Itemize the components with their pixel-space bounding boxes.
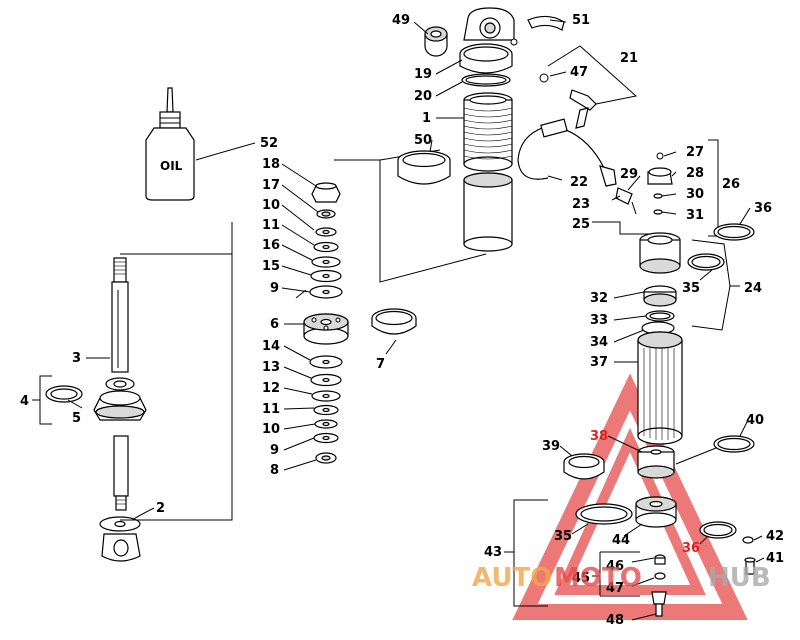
label-33: 33 <box>590 313 608 328</box>
wear-band-7 <box>371 308 417 335</box>
label-8: 8 <box>270 463 279 478</box>
label-22: 22 <box>570 175 588 190</box>
label-45: 45 <box>572 571 590 586</box>
label-36-bottom: 36 <box>682 541 700 556</box>
label-36-top: 36 <box>754 201 772 216</box>
label-13: 13 <box>262 360 280 375</box>
watermark-moto: MOTO <box>554 563 642 593</box>
label-20: 20 <box>414 89 432 104</box>
label-17: 17 <box>262 178 280 193</box>
label-11-top: 11 <box>262 218 280 233</box>
label-21: 21 <box>620 51 638 66</box>
label-37: 37 <box>590 355 608 370</box>
watermark-auto: AUTO <box>472 563 552 593</box>
piston-rod-assembly <box>93 257 147 562</box>
label-39: 39 <box>542 439 560 454</box>
label-44: 44 <box>612 533 630 548</box>
label-5: 5 <box>72 411 81 426</box>
reservoir-cap-parts <box>615 152 673 215</box>
label-15: 15 <box>262 259 280 274</box>
label-35-bottom: 35 <box>554 529 572 544</box>
shock-body-1 <box>463 92 513 172</box>
label-12: 12 <box>262 381 280 396</box>
label-46: 46 <box>606 559 624 574</box>
label-52: 52 <box>260 136 278 151</box>
reservoir-body-37 <box>637 331 683 445</box>
callout-labels: 49 51 21 47 19 20 1 50 52 18 17 10 11 16… <box>20 13 784 628</box>
watermark-text: AUTO MOTO HUB <box>472 563 771 593</box>
label-9-top: 9 <box>270 281 279 296</box>
label-3: 3 <box>72 351 81 366</box>
label-32: 32 <box>590 291 608 306</box>
label-34: 34 <box>590 335 608 350</box>
label-47-bottom: 47 <box>606 581 624 596</box>
label-48: 48 <box>606 613 624 628</box>
label-35-top: 35 <box>682 281 700 296</box>
body-cap-19 <box>459 7 518 74</box>
bushing-49 <box>424 26 448 57</box>
label-9-bottom: 9 <box>270 443 279 458</box>
reservoir-hose <box>517 73 617 187</box>
label-26: 26 <box>722 177 740 192</box>
label-43: 43 <box>484 545 502 560</box>
ring-50 <box>397 150 451 185</box>
label-41: 41 <box>766 551 784 566</box>
label-14: 14 <box>262 339 280 354</box>
oil-bottle: OIL <box>145 87 195 201</box>
label-27: 27 <box>686 145 704 160</box>
spacer-51 <box>527 15 565 31</box>
label-42: 42 <box>766 529 784 544</box>
sleeve <box>463 172 513 252</box>
reservoir-end-cap-44 <box>635 496 677 528</box>
label-19: 19 <box>414 67 432 82</box>
label-1: 1 <box>422 111 431 126</box>
valve-stack <box>303 182 349 464</box>
watermark-hub: HUB <box>708 563 771 593</box>
label-50: 50 <box>414 133 432 148</box>
reservoir-cap <box>639 232 681 274</box>
label-49: 49 <box>392 13 410 28</box>
watermark-triangle-outer <box>512 373 748 620</box>
oil-bottle-label: OIL <box>160 159 183 173</box>
label-10-top: 10 <box>262 198 280 213</box>
label-28: 28 <box>686 166 704 181</box>
label-29: 29 <box>620 167 638 182</box>
label-6: 6 <box>270 317 279 332</box>
label-7: 7 <box>376 357 385 372</box>
label-25: 25 <box>572 217 590 232</box>
label-2: 2 <box>156 501 165 516</box>
label-38: 38 <box>590 429 608 444</box>
label-47-top: 47 <box>570 65 588 80</box>
band-39 <box>563 453 605 480</box>
label-4: 4 <box>20 394 29 409</box>
label-40: 40 <box>746 413 764 428</box>
label-18: 18 <box>262 157 280 172</box>
label-51: 51 <box>572 13 590 28</box>
label-24: 24 <box>744 281 762 296</box>
label-10-bottom: 10 <box>262 422 280 437</box>
label-16: 16 <box>262 238 280 253</box>
label-30: 30 <box>686 187 704 202</box>
label-31: 31 <box>686 208 704 223</box>
label-11-bottom: 11 <box>262 402 280 417</box>
label-23: 23 <box>572 197 590 212</box>
